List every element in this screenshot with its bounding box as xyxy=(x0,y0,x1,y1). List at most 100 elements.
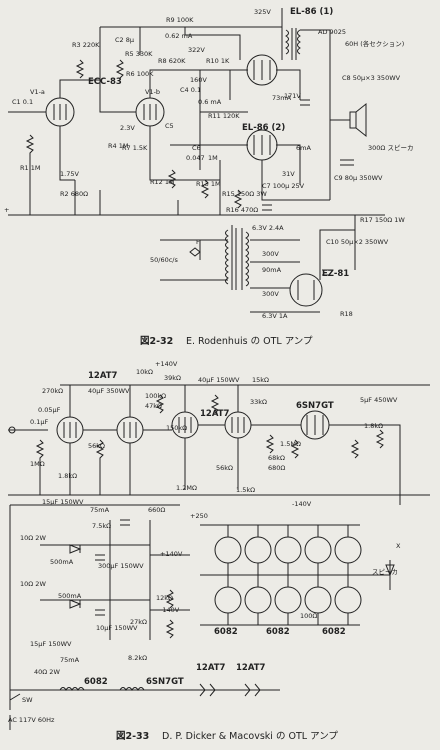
fig32-c6-label: C6 xyxy=(192,144,201,152)
fig32-v160-label: 160V xyxy=(190,76,207,84)
fig33-r39k-label: 39kΩ xyxy=(164,374,181,382)
fig33-r68k-label: 68kΩ xyxy=(268,454,285,462)
fig32-c5-label: C5 xyxy=(165,122,174,130)
fig33-t2-label: 12AT7 xyxy=(200,409,230,419)
fig32-r18-label: R18 xyxy=(340,310,353,318)
fig32-spk-label: 300Ω スピーカ xyxy=(368,144,413,152)
fig32-v31-label: 31V xyxy=(282,170,295,178)
fig32-ma6-label: 6mA xyxy=(296,144,311,152)
fig33-c01-label: 0.1μF xyxy=(30,418,48,426)
fig32-v171-label: 171V xyxy=(284,92,301,100)
fig33-r10-2w-b-label: 10Ω 2W xyxy=(20,580,46,588)
fig32-c8-label: C8 50μ×3 350WV xyxy=(342,74,401,82)
fig32-heater1-label: 6.3V 2.4A xyxy=(252,224,284,232)
fig33-plus140b-label: +140V xyxy=(160,550,183,558)
fig33-ma500-label: 500mA xyxy=(50,558,74,566)
fig33-c300-label: 300μF 150WV xyxy=(98,562,144,570)
fig33-t1-label: 12AT7 xyxy=(88,371,118,381)
fig33-r1m-label: 1MΩ xyxy=(30,460,45,468)
fig33-out3-label: 6082 xyxy=(322,627,346,637)
fig32-c6v-label: 0.047 xyxy=(186,154,205,162)
fig33-plus250-label: +250 xyxy=(190,512,208,520)
fig33-r40-label: 40Ω 2W xyxy=(34,668,60,676)
fig32-r15-label: R15 150Ω 3W xyxy=(222,190,267,198)
fig32-v3-label: EL-86 (2) xyxy=(242,123,285,133)
fig32-c7-label: C7 100μ 25V xyxy=(262,182,305,190)
fig32-r5-label: R5 330K xyxy=(125,50,153,58)
fig33-heater-6082: 6082 xyxy=(84,677,108,687)
fig33-c15-label: 15μF 150WV xyxy=(42,498,84,506)
fig32-v1a-label: V1-a xyxy=(30,88,45,96)
fig32-r13-label: R13 1M xyxy=(196,180,221,188)
fig33-c40-150-label: 40μF 150WV xyxy=(198,376,240,384)
fig33-ac-label: AC 117V 60Hz xyxy=(8,716,55,724)
fig32-v322-label: 322V xyxy=(188,46,205,54)
fig33-t3-label: 6SN7GT xyxy=(296,401,334,411)
fig33-ma75-label: 75mA xyxy=(90,506,110,514)
fig32-ma90-label: 90mA xyxy=(262,266,282,274)
fig32-r17-label: R17 150Ω 1W xyxy=(360,216,405,224)
fig33-r270k-label: 270kΩ xyxy=(42,387,63,395)
fig32-ma73-label: 73mA xyxy=(272,94,292,102)
fig32-caption-text: E. Rodenhuis の OTL アンプ xyxy=(186,336,313,347)
fig33-spk-label: スピーカ xyxy=(372,568,398,576)
fig32-otmh-label: 60H (各セクション) xyxy=(345,39,404,48)
fig33-minus140b-label: -140V xyxy=(160,606,180,614)
fig32-v300b-label: 300V xyxy=(262,290,279,298)
fig33-plus140-label: +140V xyxy=(155,360,178,368)
fig32-c1-label: C1 0.1 xyxy=(12,98,33,106)
fig33-out2-label: 6082 xyxy=(266,627,290,637)
fig32-m1-label: 1M xyxy=(208,154,218,162)
fig33-r12m-label: 1.2MΩ xyxy=(176,484,197,492)
fig32-r7-label: R7 1.5K xyxy=(122,144,148,152)
fig32-caption-number: 図2-32 xyxy=(140,336,173,347)
fig33-r75k-label: 7.5kΩ xyxy=(92,522,111,530)
fig32-r9-label: R9 100K xyxy=(166,16,194,24)
fig32-supply-label: 325V xyxy=(254,8,271,16)
fig32-v300a-label: 300V xyxy=(262,250,279,258)
fig32-r16-label: R16 470Ω xyxy=(226,206,258,214)
fig32-ot-label: AD 9025 xyxy=(318,28,346,36)
fig32-c4-label: C4 0.1 xyxy=(180,86,201,94)
fig33-r82k-label: 8.2kΩ xyxy=(128,654,147,662)
fig33-caption-text: D. P. Dicker & Macovski の OTL アンプ xyxy=(162,731,338,742)
fig32-r11-label: R11 120K xyxy=(208,112,240,120)
fig33-r18k-label: 1.8kΩ xyxy=(58,472,77,480)
fig33-heater-12at7a: 12AT7 xyxy=(196,663,226,673)
fig32-r10-label: R10 1K xyxy=(206,57,230,65)
fig32-c2-label: C2 8μ xyxy=(115,36,134,44)
fig33-fb-label: X xyxy=(396,542,401,550)
fig33-r12k-label: 12kΩ xyxy=(156,594,173,602)
fig32-fuse-label: F xyxy=(196,238,200,246)
fig32-v1-label: ECC-83 xyxy=(88,77,122,87)
fig33-r56k-label: 56kΩ xyxy=(88,442,105,450)
fig32-c9-label: C9 80μ 350WV xyxy=(334,174,383,182)
fig33-r680-label: 680Ω xyxy=(268,464,285,472)
fig32-r2-label: R2 680Ω xyxy=(60,190,88,198)
fig32-v2-label: EL-86 (1) xyxy=(290,7,333,17)
fig33-c10uf-label: 10μF 150WV xyxy=(96,624,138,632)
fig33-r10-2w-label: 10Ω 2W xyxy=(20,534,46,542)
fig32-v1b-label: V1-b xyxy=(145,88,160,96)
fig32-i1-label: 0.62 mA xyxy=(165,32,193,40)
fig33-ma75b-label: 75mA xyxy=(60,656,80,664)
fig33-r33k-label: 33kΩ xyxy=(250,398,267,406)
fig33-r100k-label: 100kΩ xyxy=(145,392,166,400)
fig33-minus140-label: -140V xyxy=(292,500,312,508)
fig33-r15k-label: 15kΩ xyxy=(252,376,269,384)
fig33-out1-label: 6082 xyxy=(214,627,238,637)
fig33-r660-label: 660Ω xyxy=(148,506,165,514)
fig33-r15kb-label: 1.5kΩ xyxy=(236,486,255,494)
fig32-plus-label: + xyxy=(4,206,9,214)
fig32-ma06-label: 0.6 mA xyxy=(198,98,222,106)
fig32-v2v-label: 2.3V xyxy=(120,124,135,132)
fig33-r56kb-label: 56kΩ xyxy=(216,464,233,472)
fig32-r1-label: R1 1M xyxy=(20,164,40,172)
fig33-r47k-label: 47kΩ xyxy=(145,402,162,410)
fig33-r15m-label: 1.5MΩ xyxy=(280,440,301,448)
figure-2-32 xyxy=(8,8,385,313)
fig33-r18k-b-label: 1.8kΩ xyxy=(364,422,383,430)
fig33-sw-label: SW xyxy=(22,696,33,704)
fig33-caption-number: 図2-33 xyxy=(116,731,149,742)
